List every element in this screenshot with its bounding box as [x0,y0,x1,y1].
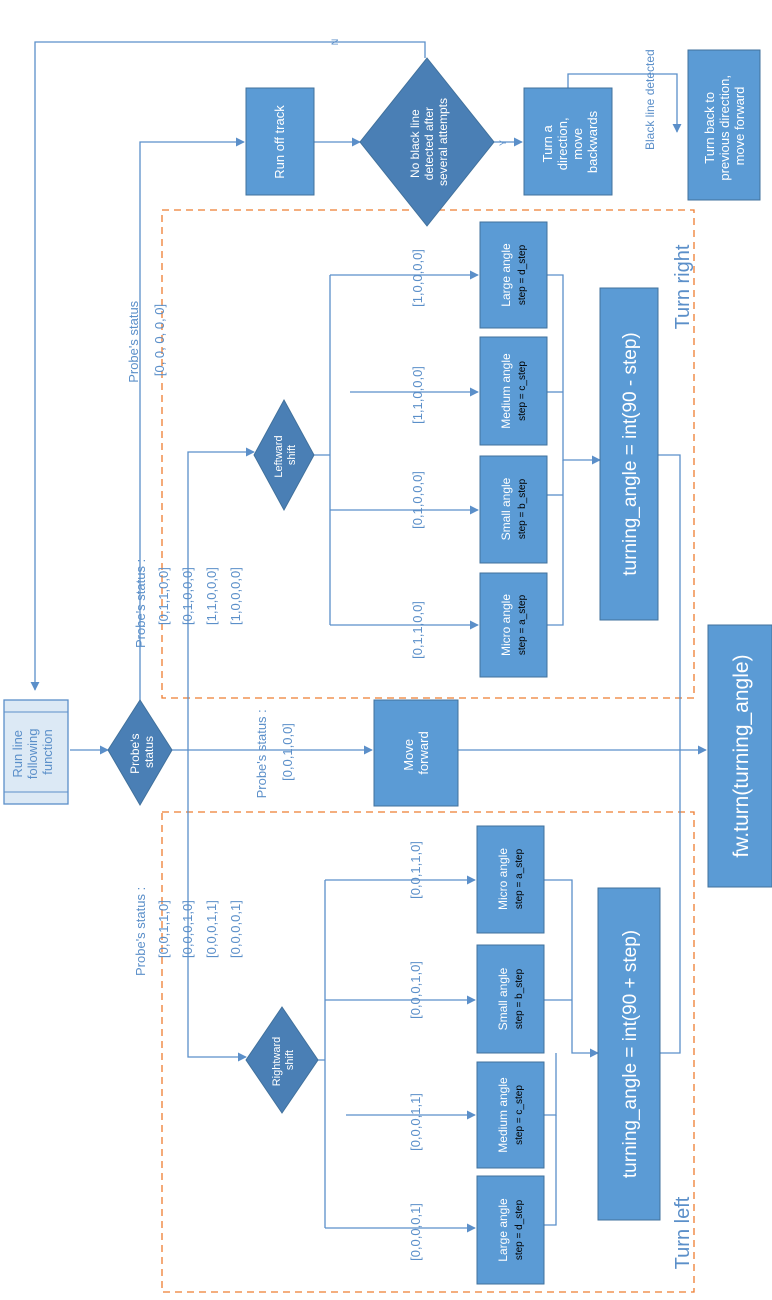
run-off-label: Run off track [272,105,287,179]
black-line-detected-label: Black line detected [643,49,657,150]
svg-text:step = d_step: step = d_step [514,1199,525,1260]
svg-text:step = d_step: step = d_step [517,244,528,305]
svg-text:step = c_step: step = c_step [517,361,528,421]
leftward-shift-label: Leftward shift [273,432,298,477]
connectors [30,41,707,1233]
left-micro-box [479,572,548,678]
turn-right-title: Turn right [672,244,694,329]
rightward-shift-diamond [245,1006,319,1114]
probe-right-label: Probe's status : [133,887,148,976]
left-small-box [479,455,548,564]
svg-text:step = c_step: step = c_step [514,1085,525,1145]
svg-text:Micro angle: Micro angle [496,848,510,910]
svg-text:step = a_step: step = a_step [517,594,528,655]
left-micro-text: Micro angle step = a_step [499,594,528,656]
left-large-text: Large angle step = d_step [499,243,528,307]
move-forward-label: Move forward [401,731,431,774]
n-label: N [330,39,340,46]
right-micro-text: Micro angle step = a_step [496,848,525,910]
turn-left-title: Turn left [672,1196,694,1269]
fw-turn-box [707,624,772,888]
right-small-box [476,944,545,1054]
run-off-box [245,87,315,196]
left-code-small: [0,1,0,0,0] [410,471,425,529]
no-black-line-label: No black line detected after several att… [408,98,450,186]
leftward-shift-diamond [253,398,315,512]
svg-text:Large angle: Large angle [499,243,513,307]
start-label: Run line following function [10,725,55,779]
start-box [3,699,69,805]
no-black-line-diamond [359,57,495,227]
left-medium-text: Medium angle step = c_step [499,353,528,429]
svg-text:step = b_step: step = b_step [514,968,525,1029]
turn-direction-box [523,87,613,196]
probe-right-codes: [0,0,1,1,0] [0,0,0,1,0] [0,0,0,1,1] [0,0… [156,897,243,958]
svg-text:step = b_step: step = b_step [517,478,528,539]
right-code-large: [0,0,0,0,1] [408,1203,423,1261]
left-code-micro: [0,1,1,0,0] [410,601,425,659]
turn-back-label: Turn back to previous direction, move fo… [702,71,747,180]
right-code-small: [0,0,0,1,0] [408,961,423,1019]
right-large-text: Large angle step = d_step [496,1198,525,1262]
probe-forward-label: Probe's status : [0,0,1,0,0] [254,706,295,799]
svg-text:Micro angle: Micro angle [499,594,513,656]
right-large-box [476,1175,545,1285]
move-forward-box [373,699,459,807]
turn-right-formula-box [599,287,659,621]
probe-status-label: Probe's status [128,730,156,774]
right-medium-text: Medium angle step = c_step [496,1077,525,1153]
turn-back-box [687,49,761,201]
probe-left-codes: [0,1,1,0,0] [0,1,0,0,0] [1,1,0,0,0] [1,0… [156,564,243,625]
svg-text:step = a_step: step = a_step [514,848,525,909]
probe-zero-label: Probe's status [0, 0, 0, 0, 0] [126,297,167,383]
svg-text:Small angle: Small angle [499,477,513,540]
probe-status-diamond [107,699,173,806]
probe-left-label: Probe's status : [133,559,148,648]
svg-text:Medium angle: Medium angle [496,1077,510,1153]
svg-text:Medium angle: Medium angle [499,353,513,429]
right-code-micro: [0,0,1,1,0] [408,841,423,899]
turn-direction-label: Turn a direction, move backwards [540,110,600,173]
left-code-large: [1,0,0,0,0] [410,249,425,307]
turn-left-formula-box [597,887,661,1221]
right-micro-box [476,825,545,934]
y-label: Y [498,140,508,146]
left-large-box [479,221,548,329]
turn-left-region [161,811,695,1293]
svg-text:Small angle: Small angle [496,967,510,1030]
turn-left-formula: turning_angle = int(90 + step) [620,930,641,1178]
left-medium-box [479,336,548,446]
left-code-medium: [1,1,0,0,0] [410,366,425,424]
right-small-text: Small angle step = b_step [496,967,525,1030]
right-code-medium: [0,0,0,1,1] [408,1093,423,1151]
fw-turn-label: fw.turn(turning_angle) [730,654,753,857]
svg-text:Large angle: Large angle [496,1198,510,1262]
turn-right-formula: turning_angle = int(90 - step) [620,332,641,575]
rightward-shift-label: Rightward shift [271,1034,296,1087]
right-medium-box [476,1061,545,1169]
left-small-text: Small angle step = b_step [499,477,528,540]
